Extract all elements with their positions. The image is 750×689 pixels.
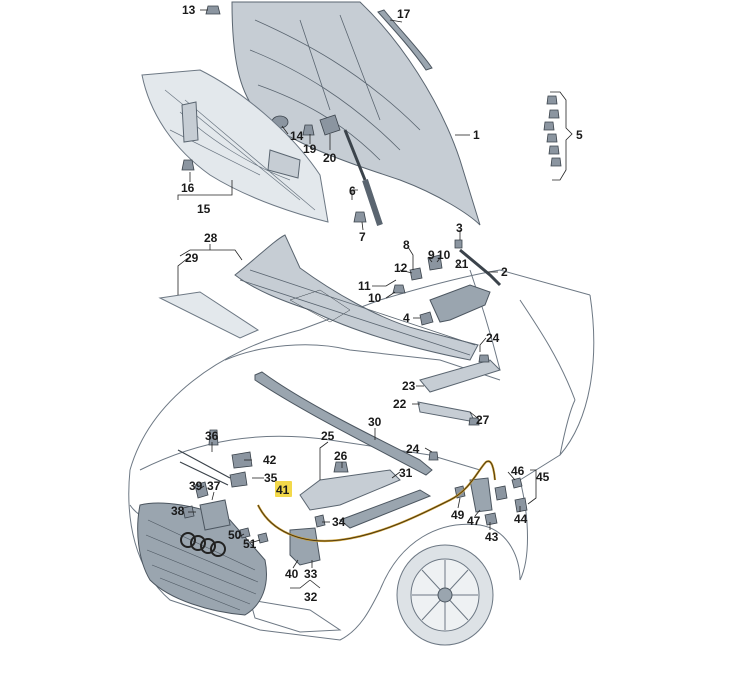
part-label-19: 19 xyxy=(303,142,317,156)
hood-insulation-mat xyxy=(141,69,329,223)
part-label-2: 2 xyxy=(501,265,508,279)
hood-release-cable xyxy=(257,460,497,542)
part-label-6: 6 xyxy=(349,184,356,198)
part-label-3: 3 xyxy=(456,221,463,235)
part-label-8: 8 xyxy=(403,238,410,252)
front-grille xyxy=(137,502,267,616)
hood-gas-strut xyxy=(343,129,383,226)
part-label-4: 4 xyxy=(403,311,410,325)
car-body-outline xyxy=(128,269,595,641)
part-label-22: 22 xyxy=(393,397,407,411)
part-label-32: 32 xyxy=(304,590,318,604)
part-label-35: 35 xyxy=(264,471,278,485)
part-label-33: 33 xyxy=(304,567,318,581)
part-label-34: 34 xyxy=(332,515,346,529)
part-label-11: 11 xyxy=(358,279,371,293)
part-label-49: 49 xyxy=(451,508,465,522)
part-label-10-lower: 10 xyxy=(368,291,382,305)
part-label-31: 31 xyxy=(399,466,413,480)
part-label-41-highlight xyxy=(275,481,292,497)
part-label-7: 7 xyxy=(359,230,366,244)
cowl-end-cover xyxy=(158,291,260,339)
part-label-46: 46 xyxy=(511,464,525,478)
part-label-39: 39 xyxy=(189,479,203,493)
fastener-parts xyxy=(181,5,443,326)
hood-seal-strip xyxy=(377,9,433,71)
leader-lines xyxy=(177,9,573,589)
part-label-27: 27 xyxy=(476,413,490,427)
part-label-28: 28 xyxy=(204,231,218,245)
part-label-50: 50 xyxy=(228,528,242,542)
part-label-44: 44 xyxy=(514,512,528,526)
part-label-47: 47 xyxy=(467,514,481,528)
part-label-24-lower: 24 xyxy=(406,442,420,456)
part-label-16: 16 xyxy=(181,181,195,195)
part-label-41: 41 xyxy=(276,483,290,497)
part-label-37: 37 xyxy=(207,479,221,493)
cowl-panel xyxy=(234,234,479,361)
part-label-38: 38 xyxy=(171,504,185,518)
part-label-45: 45 xyxy=(536,470,550,484)
hood-hinge xyxy=(429,239,502,323)
part-label-30: 30 xyxy=(368,415,382,429)
part-number-labels: 13 17 1 5 14 19 20 6 7 16 15 3 8 9 10 21… xyxy=(171,3,583,604)
front-wheel xyxy=(396,544,494,646)
part-label-29: 29 xyxy=(185,251,199,265)
part-label-14: 14 xyxy=(290,129,304,143)
part-label-5: 5 xyxy=(576,128,583,142)
part-label-42: 42 xyxy=(263,453,277,467)
bolt-set xyxy=(543,95,562,167)
lock-carrier-bracket xyxy=(299,461,401,511)
part-label-1: 1 xyxy=(473,128,480,142)
part-label-43: 43 xyxy=(485,530,499,544)
part-label-51: 51 xyxy=(243,537,257,551)
cowl-seals xyxy=(417,354,501,426)
part-label-40: 40 xyxy=(285,567,299,581)
part-label-9: 9 xyxy=(428,248,435,262)
part-label-24-upper: 24 xyxy=(486,331,500,345)
part-label-21: 21 xyxy=(455,257,469,271)
part-label-12: 12 xyxy=(394,261,408,275)
part-label-20: 20 xyxy=(323,151,337,165)
part-label-10-upper: 10 xyxy=(437,248,451,262)
part-label-15: 15 xyxy=(197,202,211,216)
hood-seal-strips-lower xyxy=(254,371,439,529)
brand-rings-logo xyxy=(180,532,226,557)
part-label-13: 13 xyxy=(182,3,196,17)
part-label-23: 23 xyxy=(402,379,416,393)
part-label-36: 36 xyxy=(205,429,219,443)
part-label-26: 26 xyxy=(334,449,348,463)
part-label-17: 17 xyxy=(397,7,411,21)
part-label-25: 25 xyxy=(321,429,335,443)
hood-panel xyxy=(231,1,481,226)
